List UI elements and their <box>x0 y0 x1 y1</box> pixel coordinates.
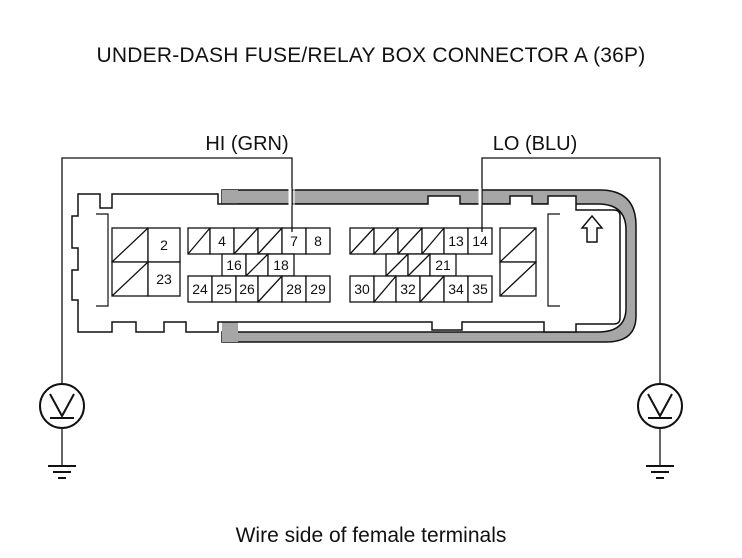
terminal-23: 23 <box>156 271 172 287</box>
probe-wires <box>61 157 661 384</box>
up-arrow-icon <box>580 214 604 243</box>
terminal-32: 32 <box>400 281 416 297</box>
terminal-21: 21 <box>435 257 451 273</box>
terminal-2: 2 <box>160 237 168 253</box>
voltmeter-left <box>39 383 85 479</box>
terminal-28: 28 <box>286 281 302 297</box>
terminal-34: 34 <box>448 281 464 297</box>
hi-probe-label: HI (GRN) <box>205 133 288 155</box>
diagram-caption: Wire side of female terminals <box>235 524 507 547</box>
cavity-outlines <box>96 213 560 307</box>
terminal-4: 4 <box>218 233 226 249</box>
terminal-24: 24 <box>192 281 208 297</box>
terminal-30: 30 <box>354 281 370 297</box>
voltmeter-right <box>637 383 683 479</box>
lo-probe-label: LO (BLU) <box>493 133 577 155</box>
terminal-14: 14 <box>472 233 488 249</box>
terminal-13: 13 <box>448 233 464 249</box>
terminal-26: 26 <box>239 281 255 297</box>
diagram-title: UNDER-DASH FUSE/RELAY BOX CONNECTOR A (3… <box>96 44 646 67</box>
terminal-7: 7 <box>290 233 298 249</box>
terminal-25: 25 <box>216 281 232 297</box>
terminal-29: 29 <box>310 281 326 297</box>
terminal-16: 16 <box>226 257 242 273</box>
terminal-18: 18 <box>273 257 289 273</box>
terminal-grid <box>111 227 537 303</box>
terminal-8: 8 <box>314 233 322 249</box>
terminal-35: 35 <box>472 281 488 297</box>
